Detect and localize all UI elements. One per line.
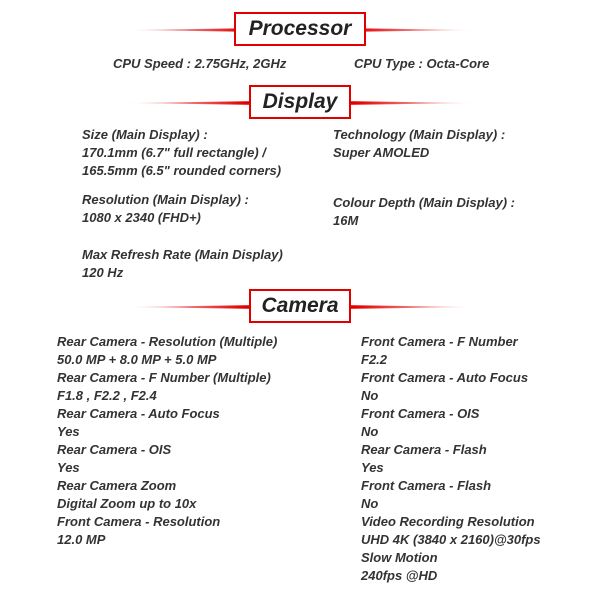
display-size: Size (Main Display) : 170.1mm (6.7" full… (82, 126, 281, 180)
spec-label: Slow Motion (361, 550, 438, 565)
display-colour-depth-label: Colour Depth (Main Display) : (333, 195, 515, 210)
spec-value: Digital Zoom up to 10x (57, 496, 197, 511)
spec-value: UHD 4K (3840 x 2160)@30fps (361, 532, 541, 547)
spec-value: No (361, 424, 379, 439)
display-resolution: Resolution (Main Display) : 1080 x 2340 … (82, 191, 249, 227)
spec-label: Front Camera - F Number (361, 334, 518, 349)
display-title: Display (249, 85, 351, 119)
spec-label: Rear Camera - Auto Focus (57, 406, 220, 421)
processor-title: Processor (234, 12, 366, 46)
display-colour-depth: Colour Depth (Main Display) : 16M (333, 194, 515, 230)
display-refresh-value: 120 Hz (82, 265, 124, 280)
display-refresh-label: Max Refresh Rate (Main Display) (82, 247, 283, 262)
spec-value: 240fps @HD (361, 568, 438, 583)
display-technology-label: Technology (Main Display) : (333, 127, 506, 142)
display-technology-value: Super AMOLED (333, 145, 430, 160)
spec-value: No (361, 496, 379, 511)
display-resolution-label: Resolution (Main Display) : (82, 192, 249, 207)
spec-label: Front Camera - Flash (361, 478, 492, 493)
spec-value: Yes (57, 424, 80, 439)
camera-left-column: Rear Camera - Resolution (Multiple) 50.0… (57, 333, 277, 549)
header-right-bar (335, 305, 475, 309)
header-left-bar (125, 101, 265, 105)
spec-label: Rear Camera - Flash (361, 442, 487, 457)
spec-label: Rear Camera - F Number (Multiple) (57, 370, 271, 385)
camera-right-column: Front Camera - F Number F2.2 Front Camer… (361, 333, 541, 585)
spec-value: F2.2 (361, 352, 388, 367)
display-refresh-rate: Max Refresh Rate (Main Display) 120 Hz (82, 246, 283, 282)
display-size-value-2: 165.5mm (6.5" rounded corners) (82, 163, 282, 178)
spec-label: Front Camera - OIS (361, 406, 480, 421)
spec-value: Yes (57, 460, 80, 475)
spec-value: No (361, 388, 379, 403)
spec-value: 50.0 MP + 8.0 MP + 5.0 MP (57, 352, 217, 367)
cpu-type: CPU Type : Octa-Core (354, 56, 490, 71)
spec-label: Rear Camera - Resolution (Multiple) (57, 334, 278, 349)
display-header: Display (0, 85, 600, 121)
spec-label: Rear Camera - OIS (57, 442, 172, 457)
display-resolution-value: 1080 x 2340 (FHD+) (82, 210, 201, 225)
camera-title: Camera (249, 289, 351, 323)
display-technology: Technology (Main Display) : Super AMOLED (333, 126, 505, 162)
display-colour-depth-value: 16M (333, 213, 359, 228)
display-size-value-1: 170.1mm (6.7" full rectangle) / (82, 145, 266, 160)
processor-header: Processor (0, 12, 600, 48)
camera-header: Camera (0, 289, 600, 325)
spec-label: Front Camera - Auto Focus (361, 370, 529, 385)
spec-label: Video Recording Resolution (361, 514, 535, 529)
header-right-bar (335, 28, 475, 32)
header-right-bar (335, 101, 475, 105)
header-left-bar (125, 28, 265, 32)
spec-label: Rear Camera Zoom (57, 478, 177, 493)
spec-value: F1.8 , F2.2 , F2.4 (57, 388, 157, 403)
header-left-bar (125, 305, 265, 309)
cpu-speed: CPU Speed : 2.75GHz, 2GHz (113, 56, 287, 71)
display-size-label: Size (Main Display) : (82, 127, 208, 142)
spec-value: Yes (361, 460, 384, 475)
spec-label: Front Camera - Resolution (57, 514, 221, 529)
spec-value: 12.0 MP (57, 532, 106, 547)
